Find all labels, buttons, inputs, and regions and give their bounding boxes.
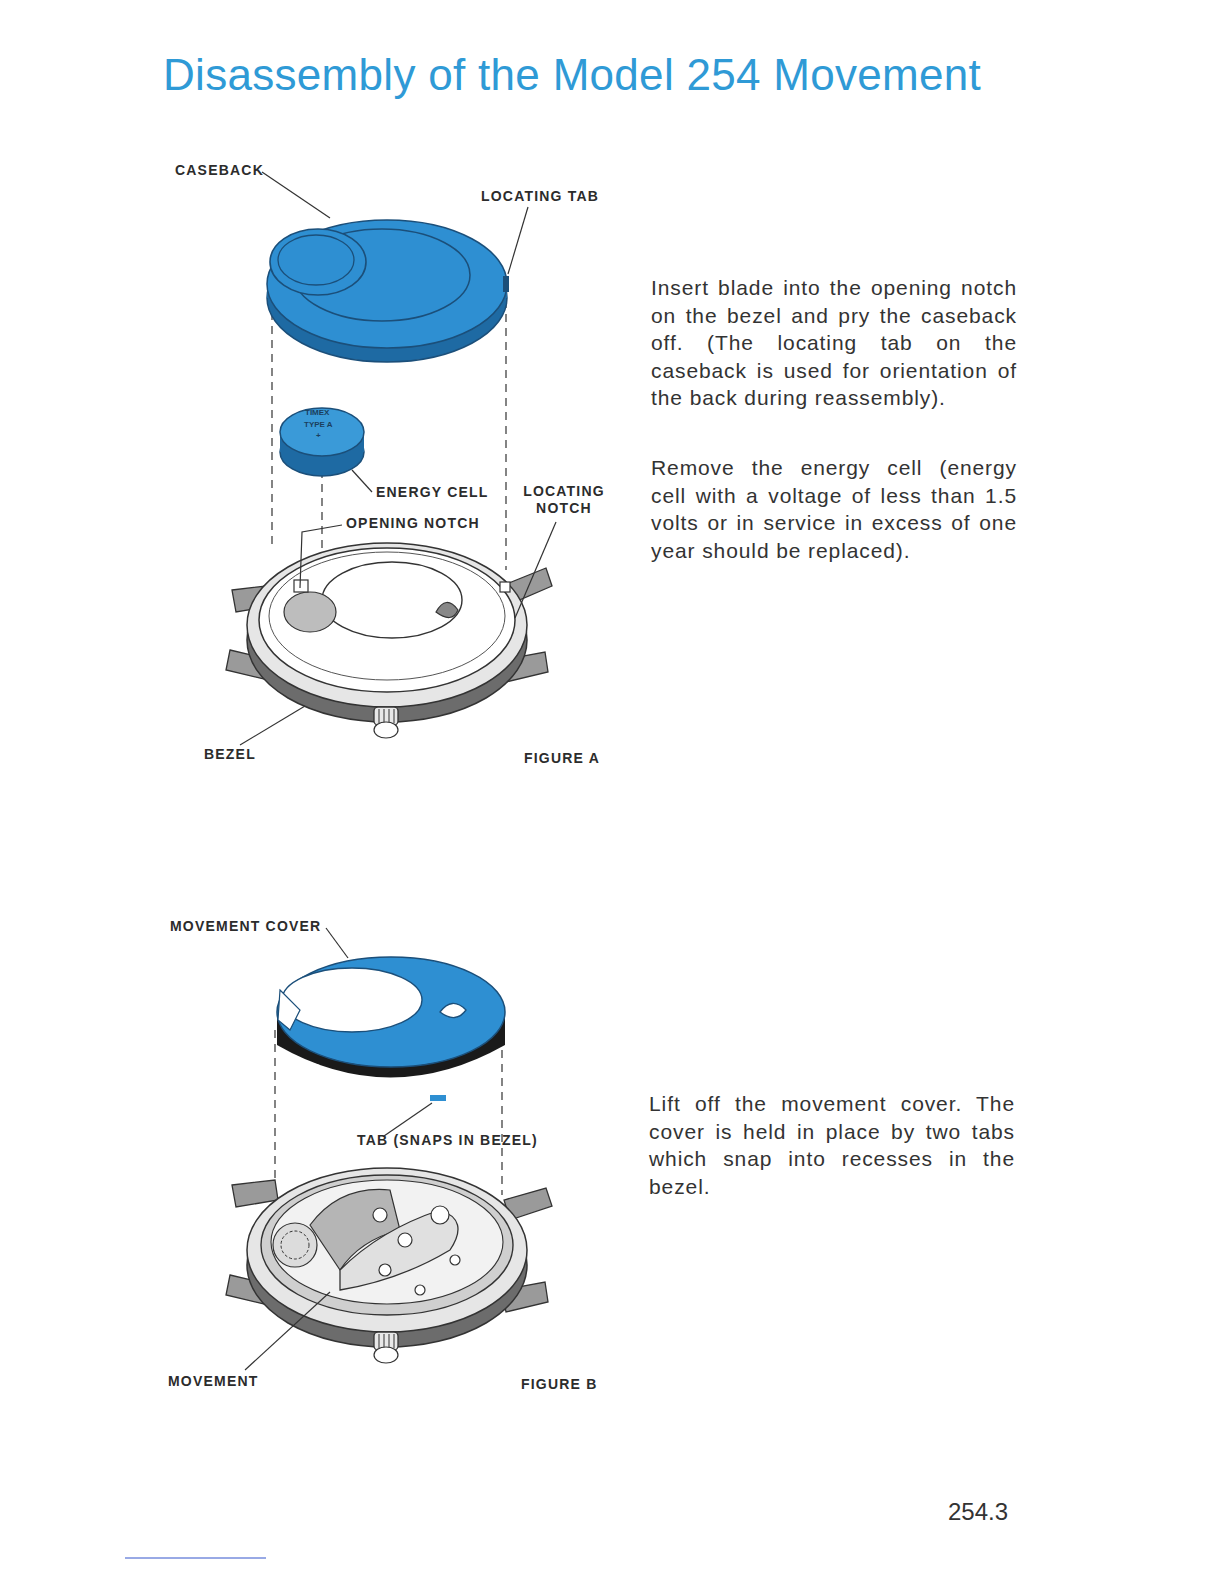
figure-label: FIGURE B [521, 1376, 598, 1392]
part-label: TAB (SNAPS IN BEZEL) [357, 1132, 538, 1148]
cell-marking: TIMEX [305, 408, 329, 417]
part-label: OPENING NOTCH [346, 515, 480, 531]
page-rule [125, 1558, 266, 1559]
part-label: BEZEL [204, 746, 256, 762]
part-label: LOCATING NOTCH [522, 483, 606, 517]
page-title: Disassembly of the Model 254 Movement [163, 50, 981, 100]
part-label: ENERGY CELL [376, 484, 489, 500]
part-label: LOCATING TAB [481, 188, 599, 204]
leader-lines-a [240, 172, 556, 745]
part-label: MOVEMENT [168, 1373, 259, 1389]
part-label: CASEBACK [175, 162, 264, 178]
cell-marking: TYPE A [304, 420, 333, 429]
figure-label: FIGURE A [524, 750, 600, 766]
instruction-text: Lift off the movement cover. The cover i… [649, 1090, 1015, 1200]
instruction-text: Remove the energy cell (energy cell with… [651, 454, 1017, 564]
leader-lines-b [245, 928, 432, 1370]
instruction-text: Insert blade into the opening notch on t… [651, 274, 1017, 412]
part-label: MOVEMENT COVER [170, 918, 321, 934]
figure-a [226, 220, 552, 738]
page-number: 254.3 [948, 1498, 1008, 1526]
cell-marking: + [316, 431, 321, 440]
figure-b [226, 957, 552, 1363]
